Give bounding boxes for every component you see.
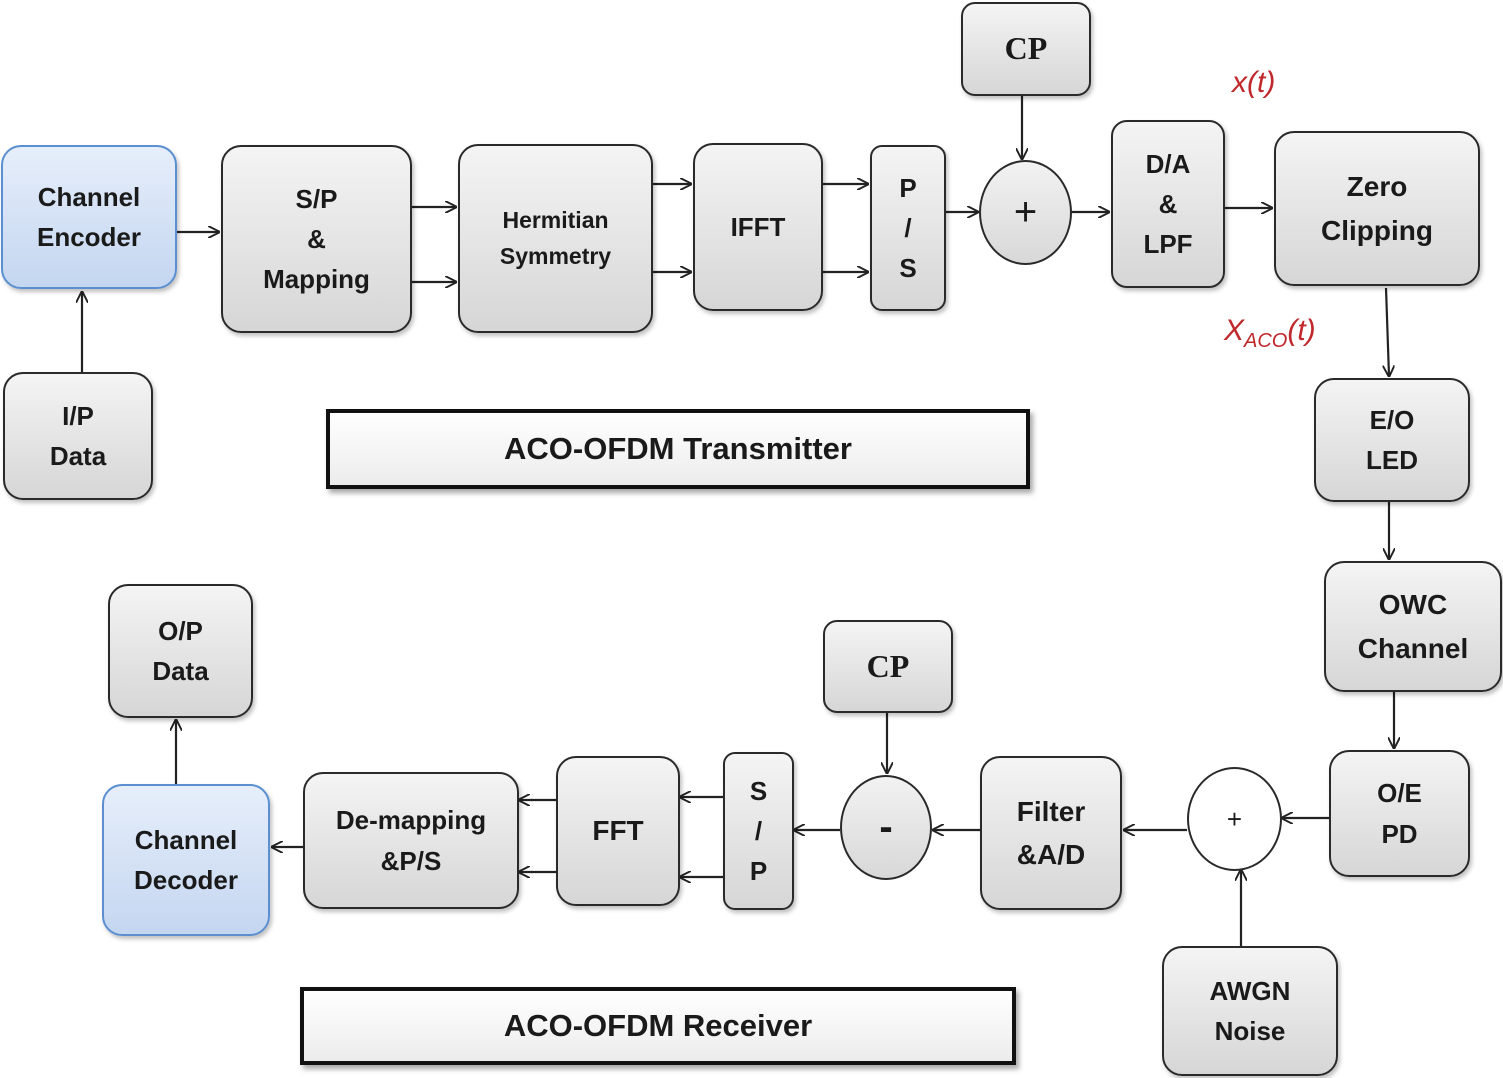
block-label: O/E (1377, 778, 1422, 809)
eo-led-block: E/O LED (1314, 378, 1470, 502)
block-label: Data (152, 656, 209, 686)
block-label: P (749, 856, 768, 887)
block-label: D/A (1145, 148, 1191, 179)
block-label: Channel (134, 824, 238, 855)
block-label: S (899, 253, 917, 284)
block-label: & (307, 223, 326, 254)
signal-x-text: x(t) (1232, 66, 1276, 99)
cp-block-rx: CP (823, 620, 953, 713)
oe-pd-block: O/E PD (1329, 750, 1470, 877)
block-label: CP (1004, 30, 1048, 67)
block-label: Mapping (263, 264, 370, 295)
block-label: Noise (1214, 1016, 1286, 1046)
transmitter-title: ACO-OFDM Transmitter (504, 431, 852, 466)
block-label: Channel (1357, 632, 1469, 664)
block-label: OWC (1378, 589, 1448, 621)
block-label: &A/D (1016, 839, 1086, 870)
block-label: / (754, 815, 763, 846)
block-label: &P/S (380, 845, 442, 876)
fft-block: FFT (556, 756, 680, 906)
block-label: P (899, 172, 917, 203)
demapping-block: De-mapping &P/S (303, 772, 519, 909)
block-label: AWGN (1209, 975, 1291, 1006)
block-label: & (1158, 188, 1178, 219)
signal-xaco-label: XACO(t) (1224, 314, 1316, 353)
ifft-block: IFFT (693, 143, 823, 311)
da-lpf-block: D/A & LPF (1111, 120, 1225, 288)
signal-x-label: x(t) (1232, 66, 1275, 100)
block-label: S/P (295, 183, 338, 214)
signal-xaco-arg: (t) (1287, 314, 1316, 347)
block-label: IFFT (730, 211, 786, 242)
subtract-symbol: - (879, 805, 893, 849)
sp-block: S / P (723, 752, 794, 910)
block-label: Hermitian (502, 206, 609, 233)
awgn-noise-block: AWGN Noise (1162, 946, 1338, 1076)
op-data-block: O/P Data (108, 584, 253, 718)
block-label: E/O (1369, 404, 1415, 435)
block-label: / (904, 212, 912, 243)
block-label: Zero (1346, 171, 1408, 203)
cp-block-tx: CP (961, 2, 1091, 96)
owc-channel-block: OWC Channel (1324, 561, 1502, 692)
sp-mapping-block: S/P & Mapping (221, 145, 412, 333)
block-label: Clipping (1321, 214, 1433, 246)
subtract-circle: - (840, 775, 932, 880)
zero-clipping-block: Zero Clipping (1274, 131, 1480, 286)
signal-xaco-sub: ACO (1244, 330, 1288, 352)
block-label: Encoder (36, 222, 142, 252)
ps-block: P / S (870, 145, 946, 311)
adder-circle-tx: + (979, 160, 1072, 265)
block-label: PD (1381, 818, 1418, 849)
block-label: De-mapping (335, 805, 487, 836)
block-label: CP (866, 647, 910, 684)
adder-symbol: + (1226, 803, 1243, 834)
receiver-title: ACO-OFDM Receiver (503, 1008, 813, 1043)
receiver-title-banner: ACO-OFDM Receiver (300, 987, 1016, 1065)
channel-encoder-block: Channel Encoder (1, 145, 177, 289)
block-label: FFT (592, 815, 644, 847)
channel-decoder-block: Channel Decoder (102, 784, 270, 936)
block-label: Decoder (133, 865, 239, 895)
block-label: O/P (158, 615, 203, 646)
filter-ad-block: Filter &A/D (980, 756, 1122, 910)
adder-symbol: + (1013, 190, 1038, 234)
block-label: S (749, 775, 768, 806)
ip-data-block: I/P Data (3, 372, 153, 500)
arrow-clipping-to-eo (1386, 287, 1389, 376)
block-label: LED (1366, 445, 1418, 475)
block-label: Symmetry (499, 242, 612, 269)
block-label: I/P (62, 400, 94, 431)
block-label: Data (49, 441, 107, 471)
block-label: LPF (1143, 229, 1193, 260)
hermitian-symmetry-block: Hermitian Symmetry (458, 144, 653, 333)
signal-xaco-base: X (1224, 314, 1245, 347)
transmitter-title-banner: ACO-OFDM Transmitter (326, 409, 1030, 489)
block-label: Filter (1016, 795, 1086, 827)
block-label: Channel (37, 181, 141, 212)
adder-circle-rx: + (1187, 767, 1282, 871)
